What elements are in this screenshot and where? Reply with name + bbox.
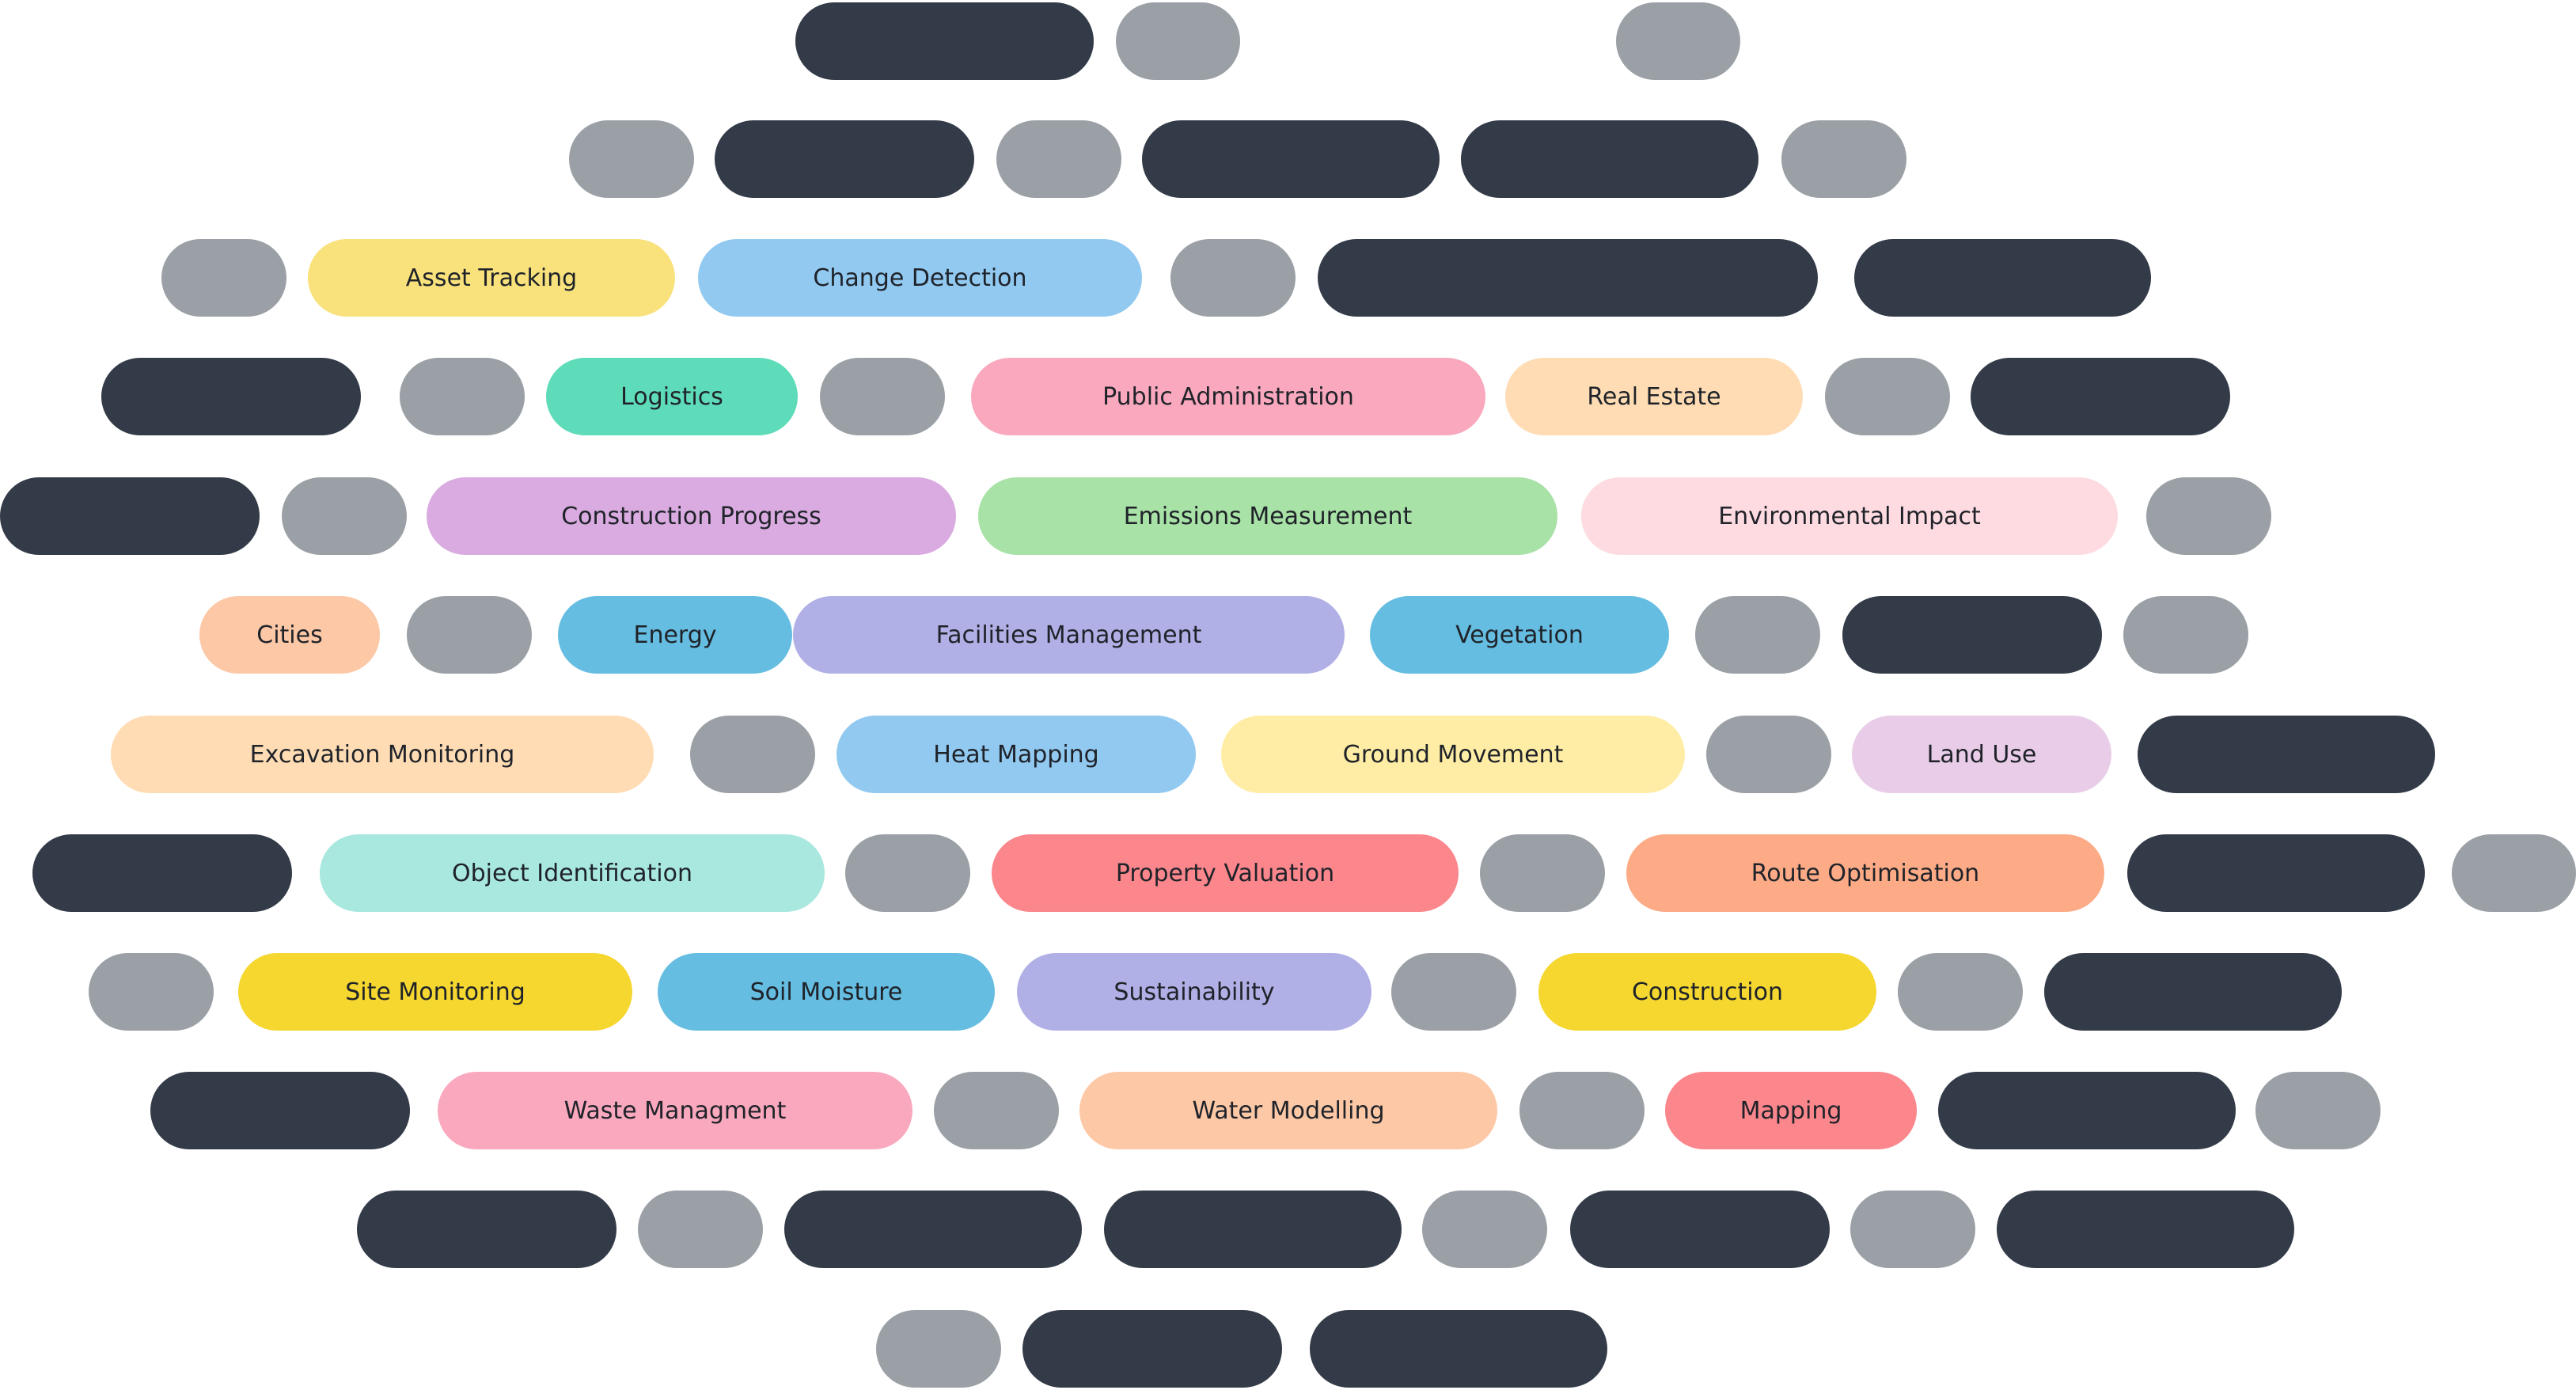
placeholder-pill-dark <box>1854 239 2151 317</box>
tag-land-use: Land Use <box>1852 716 2111 793</box>
placeholder-pill-grey <box>1480 834 1605 912</box>
placeholder-pill-grey <box>638 1191 763 1268</box>
tag-waste-managment: Waste Managment <box>438 1072 912 1149</box>
placeholder-pill-dark <box>1570 1191 1830 1268</box>
placeholder-pill-dark <box>1842 596 2102 674</box>
tag-site-monitoring: Site Monitoring <box>238 953 632 1031</box>
tag-environmental-impact: Environmental Impact <box>1581 477 2118 555</box>
tag-energy: Energy <box>558 596 792 674</box>
placeholder-pill-dark <box>784 1191 1082 1268</box>
placeholder-pill-grey <box>2255 1072 2381 1149</box>
placeholder-pill-dark <box>101 358 361 435</box>
placeholder-pill-dark <box>0 477 260 555</box>
tag-object-identification: Object Identification <box>320 834 825 912</box>
placeholder-pill-dark <box>2138 716 2435 793</box>
tag-change-detection: Change Detection <box>698 239 1142 317</box>
placeholder-pill-grey <box>1170 239 1296 317</box>
placeholder-pill-dark <box>1997 1191 2294 1268</box>
placeholder-pill-grey <box>282 477 407 555</box>
tag-mapping: Mapping <box>1665 1072 1917 1149</box>
placeholder-pill-dark <box>32 834 292 912</box>
tag-excavation-monitoring: Excavation Monitoring <box>111 716 654 793</box>
placeholder-pill-grey <box>2146 477 2271 555</box>
placeholder-pill-grey <box>1898 953 2023 1031</box>
placeholder-pill-dark <box>2044 953 2342 1031</box>
tag-ground-movement: Ground Movement <box>1221 716 1685 793</box>
placeholder-pill-grey <box>690 716 815 793</box>
tag-water-modelling: Water Modelling <box>1079 1072 1497 1149</box>
placeholder-pill-dark <box>1104 1191 1402 1268</box>
placeholder-pill-grey <box>407 596 532 674</box>
placeholder-pill-grey <box>1850 1191 1975 1268</box>
placeholder-pill-grey <box>934 1072 1059 1149</box>
tag-emissions-measurement: Emissions Measurement <box>978 477 1557 555</box>
placeholder-pill-dark <box>795 2 1094 80</box>
tag-property-valuation: Property Valuation <box>992 834 1459 912</box>
placeholder-pill-grey <box>1616 2 1740 80</box>
placeholder-pill-grey <box>845 834 970 912</box>
placeholder-pill-grey <box>89 953 214 1031</box>
placeholder-pill-dark <box>150 1072 410 1149</box>
tag-construction: Construction <box>1538 953 1876 1031</box>
placeholder-pill-dark <box>1461 120 1758 198</box>
placeholder-pill-dark <box>1310 1310 1607 1388</box>
placeholder-pill-dark <box>357 1191 616 1268</box>
placeholder-pill-dark <box>1022 1310 1282 1388</box>
tag-route-optimisation: Route Optimisation <box>1626 834 2104 912</box>
placeholder-pill-dark <box>1971 358 2230 435</box>
tag-construction-progress: Construction Progress <box>427 477 956 555</box>
tag-cities: Cities <box>199 596 380 674</box>
placeholder-pill-grey <box>1695 596 1820 674</box>
placeholder-pill-grey <box>1781 120 1906 198</box>
tag-sustainability: Sustainability <box>1017 953 1371 1031</box>
tag-vegetation: Vegetation <box>1370 596 1669 674</box>
placeholder-pill-grey <box>876 1310 1001 1388</box>
placeholder-pill-grey <box>569 120 694 198</box>
placeholder-pill-dark <box>1142 120 1440 198</box>
placeholder-pill-grey <box>1391 953 1516 1031</box>
tag-public-administration: Public Administration <box>971 358 1485 435</box>
tag-soil-moisture: Soil Moisture <box>658 953 995 1031</box>
tag-facilities-management: Facilities Management <box>793 596 1345 674</box>
tag-asset-tracking: Asset Tracking <box>308 239 675 317</box>
tag-logistics: Logistics <box>546 358 798 435</box>
placeholder-pill-grey <box>1116 2 1240 80</box>
placeholder-pill-grey <box>161 239 286 317</box>
placeholder-pill-grey <box>1519 1072 1645 1149</box>
placeholder-pill-grey <box>2452 834 2576 912</box>
placeholder-pill-grey <box>1422 1191 1547 1268</box>
placeholder-pill-dark <box>2127 834 2425 912</box>
placeholder-pill-dark <box>1938 1072 2236 1149</box>
tag-real-estate: Real Estate <box>1505 358 1803 435</box>
placeholder-pill-grey <box>996 120 1121 198</box>
placeholder-pill-grey <box>820 358 945 435</box>
tag-heat-mapping: Heat Mapping <box>837 716 1196 793</box>
placeholder-pill-dark <box>1318 239 1818 317</box>
placeholder-pill-dark <box>715 120 974 198</box>
placeholder-pill-grey <box>2123 596 2248 674</box>
placeholder-pill-grey <box>400 358 525 435</box>
placeholder-pill-grey <box>1825 358 1950 435</box>
placeholder-pill-grey <box>1706 716 1831 793</box>
